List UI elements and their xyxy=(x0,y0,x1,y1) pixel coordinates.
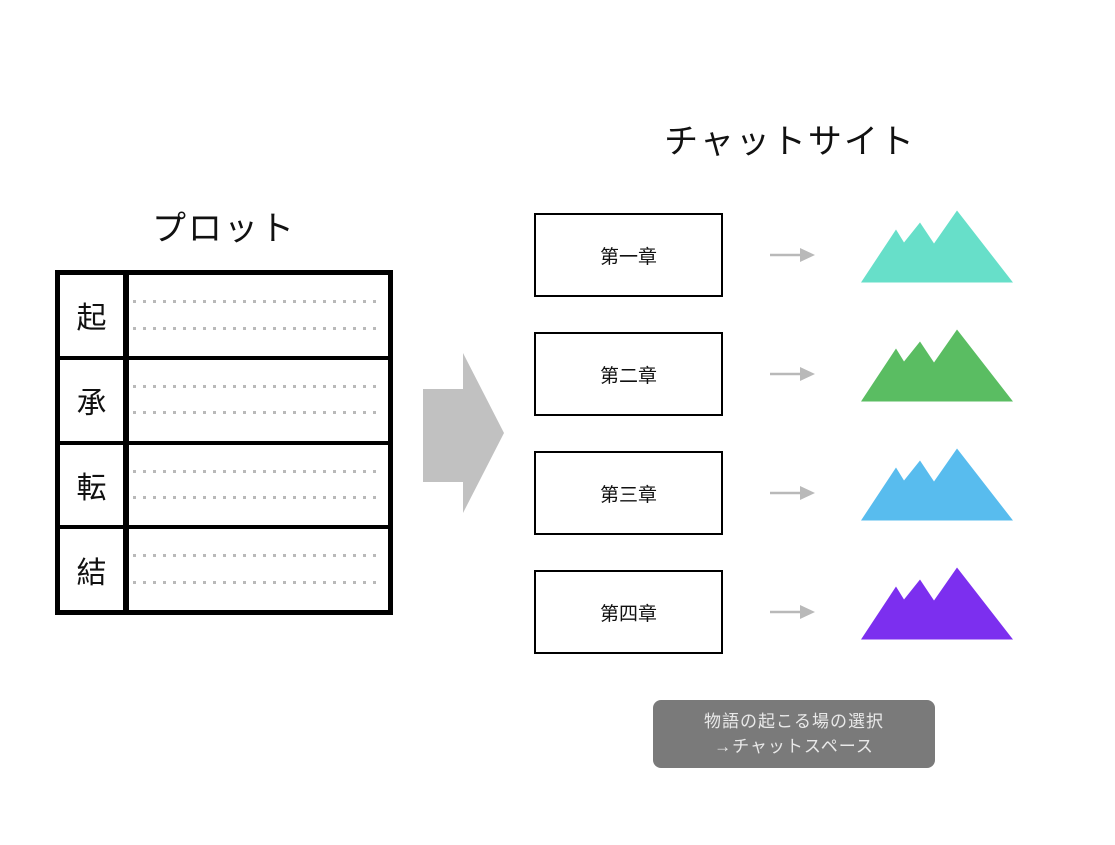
mountain-icon xyxy=(861,210,1013,283)
chapter-row-2: 第二章 xyxy=(534,329,1014,416)
arrow-right-icon xyxy=(770,486,815,500)
mountain-icon xyxy=(861,567,1013,640)
table-row-label-sho: 承 xyxy=(60,359,123,441)
arrow-right-icon xyxy=(770,248,815,262)
mountain-shape xyxy=(861,448,1013,521)
big-right-arrow-icon xyxy=(423,353,504,513)
chapter-label: 第三章 xyxy=(599,484,657,506)
dotted-writing-line xyxy=(133,469,378,473)
chapter-box-4: 第四章 xyxy=(534,570,723,654)
chapter-box-3: 第三章 xyxy=(534,451,723,535)
table-row-content xyxy=(129,275,388,356)
mountain-icon xyxy=(861,329,1013,402)
arrow-right-icon xyxy=(770,367,815,381)
dotted-writing-line xyxy=(133,554,378,558)
dotted-writing-line xyxy=(133,580,378,584)
callout-line-1: 物語の起こる場の選択 xyxy=(704,712,884,731)
callout-line-2: →チャットスペース xyxy=(714,737,874,756)
dotted-writing-line xyxy=(133,326,378,330)
kishotenketsu-table: 起 承 転 結 xyxy=(55,270,393,615)
chat-site-title: チャットサイト xyxy=(664,123,916,161)
mountain-icon xyxy=(861,448,1013,521)
dotted-writing-line xyxy=(133,384,378,388)
dotted-writing-line xyxy=(133,300,378,304)
mountain-shape xyxy=(861,210,1013,283)
chapter-box-1: 第一章 xyxy=(534,213,723,297)
plot-title: プロット xyxy=(152,210,296,248)
arrow-head xyxy=(800,605,815,619)
arrow-head xyxy=(800,486,815,500)
chapter-label: 第四章 xyxy=(599,603,657,625)
arrow-head xyxy=(800,248,815,262)
chapter-label: 第一章 xyxy=(599,246,657,268)
chapter-row-1: 第一章 xyxy=(534,210,1014,297)
table-row-content xyxy=(129,444,388,526)
mountain-shape xyxy=(861,567,1013,640)
dotted-writing-line xyxy=(133,411,378,415)
table-row-label-ki: 起 xyxy=(60,275,123,356)
mountain-shape xyxy=(861,329,1013,402)
callout-chat-space: 物語の起こる場の選択 →チャットスペース xyxy=(653,700,935,768)
big-right-arrow-shape xyxy=(423,353,504,513)
table-row-content xyxy=(129,359,388,441)
chapter-row-4: 第四章 xyxy=(534,567,1014,654)
arrow-right-icon xyxy=(770,605,815,619)
dotted-writing-line xyxy=(133,496,378,500)
table-row-content xyxy=(129,529,388,610)
arrow-head xyxy=(800,367,815,381)
table-row-label-ten: 転 xyxy=(60,444,123,526)
table-row-label-ketsu: 結 xyxy=(60,529,123,610)
chapter-label: 第二章 xyxy=(599,365,657,387)
chapter-box-2: 第二章 xyxy=(534,332,723,416)
chapter-row-3: 第三章 xyxy=(534,448,1014,535)
